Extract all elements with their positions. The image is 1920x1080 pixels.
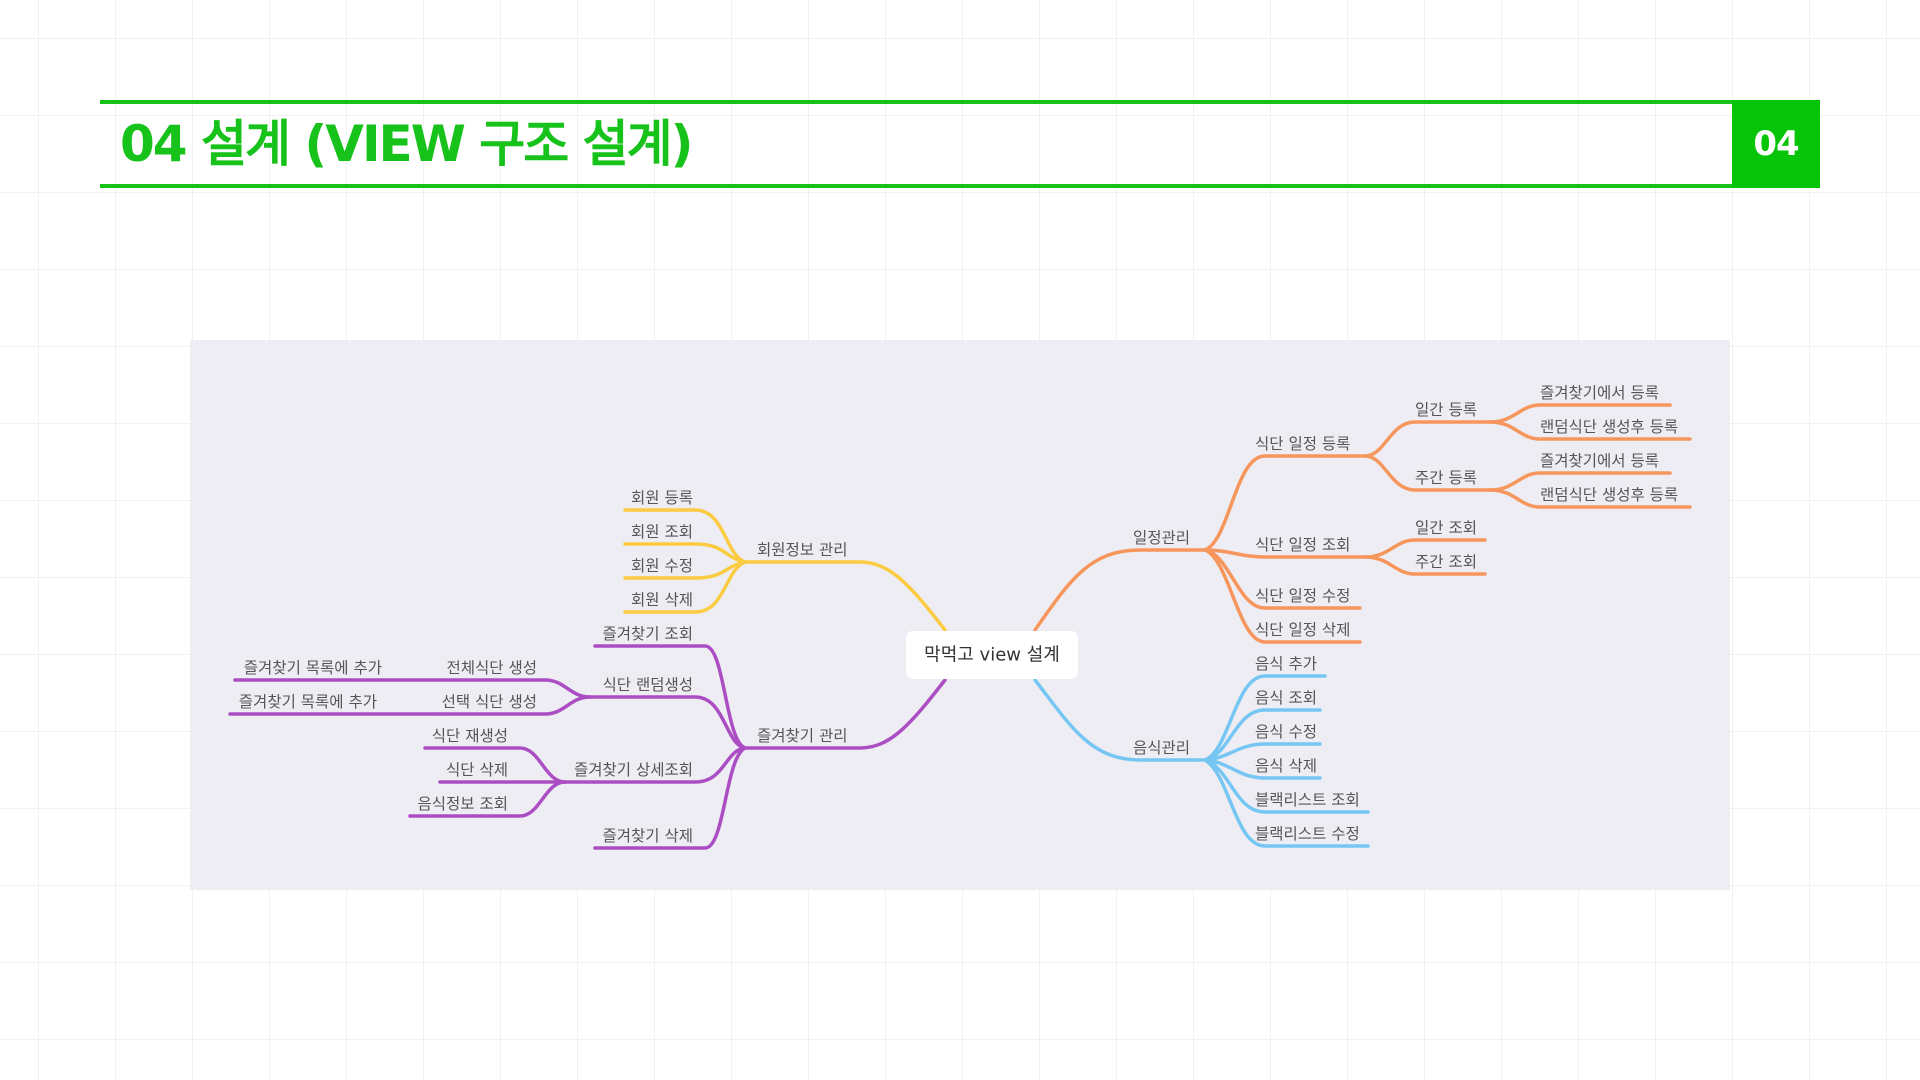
node-schedule-weekly-register: 주간 등록 <box>1415 469 1477 487</box>
node-food: 음식관리 <box>1133 739 1190 757</box>
center-node <box>906 631 1078 679</box>
node-favorites: 즐겨찾기 관리 <box>757 727 848 745</box>
node-member: 회원정보 관리 <box>757 541 848 559</box>
node-schedule-delete: 식단 일정 삭제 <box>1255 621 1350 639</box>
connector <box>1033 678 1207 762</box>
mindmap-canvas: 막먹고 view 설계 일정관리 식단 일정 등록 일간 등록 즐겨찾기에서 등… <box>228 384 1692 850</box>
node-meal-regenerate: 식단 재생성 <box>432 727 508 745</box>
connector <box>1203 758 1370 814</box>
connector <box>743 678 947 750</box>
node-member-delete: 회원 삭제 <box>631 591 693 609</box>
node-schedule-daily-register: 일간 등록 <box>1415 401 1477 419</box>
mindmap-panel: 막먹고 view 설계 일정관리 식단 일정 등록 일간 등록 즐겨찾기에서 등… <box>190 340 1730 890</box>
node-blacklist-edit: 블랙리스트 수정 <box>1255 825 1360 843</box>
connector <box>1203 742 1322 762</box>
node-member-edit: 회원 수정 <box>631 557 693 575</box>
connector <box>1203 758 1370 848</box>
connector <box>1488 488 1692 509</box>
connector <box>623 560 747 614</box>
node-food-edit: 음식 수정 <box>1255 723 1317 741</box>
mindmap-connectors <box>228 403 1692 850</box>
node-schedule: 일정관리 <box>1133 529 1190 547</box>
node-schedule-register: 식단 일정 등록 <box>1255 435 1350 453</box>
connector <box>438 695 592 716</box>
node-food-delete: 음식 삭제 <box>1255 757 1317 775</box>
connector <box>593 746 747 850</box>
node-member-register: 회원 등록 <box>631 489 693 507</box>
node-weekly-from-favorites: 즐겨찾기에서 등록 <box>1540 452 1659 470</box>
node-full-meal-create: 전체식단 생성 <box>447 659 538 677</box>
header-bottom-rule <box>100 184 1732 188</box>
connector <box>1203 708 1322 762</box>
connector <box>1363 420 1492 458</box>
node-select-meal-add-favorites: 즐겨찾기 목록에 추가 <box>239 693 377 711</box>
node-meal-delete: 식단 삭제 <box>446 761 508 779</box>
connector <box>1363 454 1492 492</box>
page-number-badge: 04 <box>1732 100 1820 188</box>
node-favorites-view: 즐겨찾기 조회 <box>603 625 694 643</box>
node-favorites-delete: 즐겨찾기 삭제 <box>603 827 694 845</box>
node-random-meal: 식단 랜덤생성 <box>603 676 694 694</box>
node-blacklist-view: 블랙리스트 조회 <box>1255 791 1360 809</box>
connector <box>623 542 747 564</box>
node-member-view: 회원 조회 <box>631 523 693 541</box>
connector <box>1203 674 1327 762</box>
node-daily-view: 일간 조회 <box>1415 519 1477 537</box>
node-select-meal-create: 선택 식단 생성 <box>442 693 537 711</box>
connector <box>1203 454 1367 552</box>
connector <box>623 508 747 564</box>
node-weekly-view: 주간 조회 <box>1415 553 1477 571</box>
connector <box>1033 548 1207 632</box>
node-favorites-detail: 즐겨찾기 상세조회 <box>574 761 693 779</box>
connector <box>563 746 747 784</box>
node-daily-from-random: 랜덤식단 생성후 등록 <box>1540 418 1678 436</box>
node-food-view: 음식 조회 <box>1255 689 1317 707</box>
slide-title: 04 설계 (VIEW 구조 설계) <box>120 115 694 173</box>
node-schedule-view: 식단 일정 조회 <box>1255 536 1350 554</box>
connector <box>593 644 747 750</box>
connector <box>588 695 747 750</box>
connector <box>1363 555 1487 576</box>
connector <box>1203 548 1362 644</box>
connector <box>743 560 947 632</box>
connector <box>1203 758 1322 780</box>
node-food-info-view: 음식정보 조회 <box>418 795 509 813</box>
node-full-meal-add-favorites: 즐겨찾기 목록에 추가 <box>244 659 382 677</box>
connector <box>408 780 567 818</box>
node-daily-from-favorites: 즐겨찾기에서 등록 <box>1540 384 1659 402</box>
connector <box>1203 548 1367 559</box>
node-weekly-from-random: 랜덤식단 생성후 등록 <box>1540 486 1678 504</box>
slide-header: 04 설계 (VIEW 구조 설계) 04 <box>100 100 1820 188</box>
node-food-add: 음식 추가 <box>1255 655 1317 673</box>
connector <box>1488 420 1692 441</box>
center-node-label: 막먹고 view 설계 <box>924 645 1060 666</box>
header-top-rule <box>100 100 1732 104</box>
node-schedule-edit: 식단 일정 수정 <box>1255 587 1350 605</box>
